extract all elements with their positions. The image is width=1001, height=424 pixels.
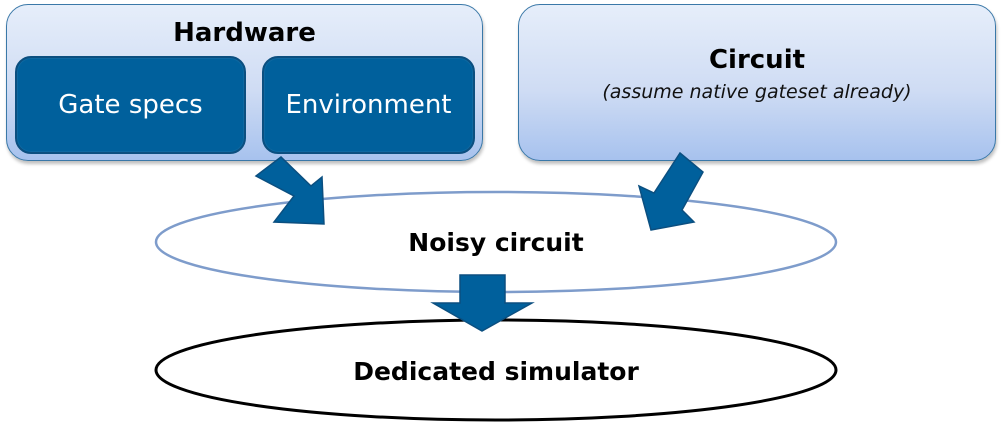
arrow-noisy-circuit-to-simulator-icon	[430, 274, 535, 332]
gate-specs-box: Gate specs	[15, 56, 246, 154]
gate-specs-label: Gate specs	[58, 90, 203, 120]
environment-label: Environment	[285, 90, 452, 120]
arrow-environment-to-noisy-circuit-icon	[254, 156, 325, 225]
circuit-title: Circuit	[708, 45, 806, 75]
simulator-label: Dedicated simulator	[353, 357, 639, 386]
hardware-box: Hardware Gate specs Environment	[6, 4, 483, 161]
circuit-subtitle: (assume native gateset already)	[602, 81, 912, 103]
arrow-circuit-to-noisy-circuit-icon	[637, 151, 704, 231]
hardware-title: Hardware	[173, 18, 316, 48]
noisy-circuit-label: Noisy circuit	[408, 228, 583, 257]
environment-box: Environment	[262, 56, 475, 154]
circuit-box: Circuit (assume native gateset already)	[518, 4, 996, 161]
